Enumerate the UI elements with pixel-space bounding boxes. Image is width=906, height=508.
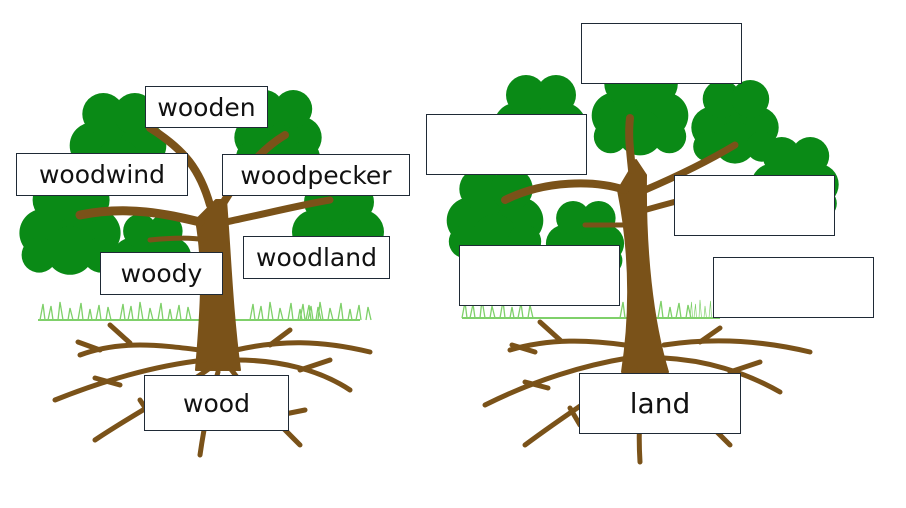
word-box-wooden: wooden [145, 86, 268, 128]
blank-word-box-3[interactable] [674, 175, 835, 236]
word-box-woodland: woodland [243, 236, 390, 279]
word-box-woodpecker: woodpecker [222, 154, 410, 196]
blank-word-box-1[interactable] [581, 23, 742, 84]
blank-word-box-4[interactable] [459, 245, 620, 306]
word-box-woody: woody [100, 252, 223, 295]
root-word-box-land: land [579, 373, 741, 434]
root-word-box-wood: wood [144, 375, 289, 431]
blank-word-box-5[interactable] [713, 257, 874, 318]
blank-word-box-2[interactable] [426, 114, 587, 175]
word-box-woodwind: woodwind [16, 153, 188, 196]
